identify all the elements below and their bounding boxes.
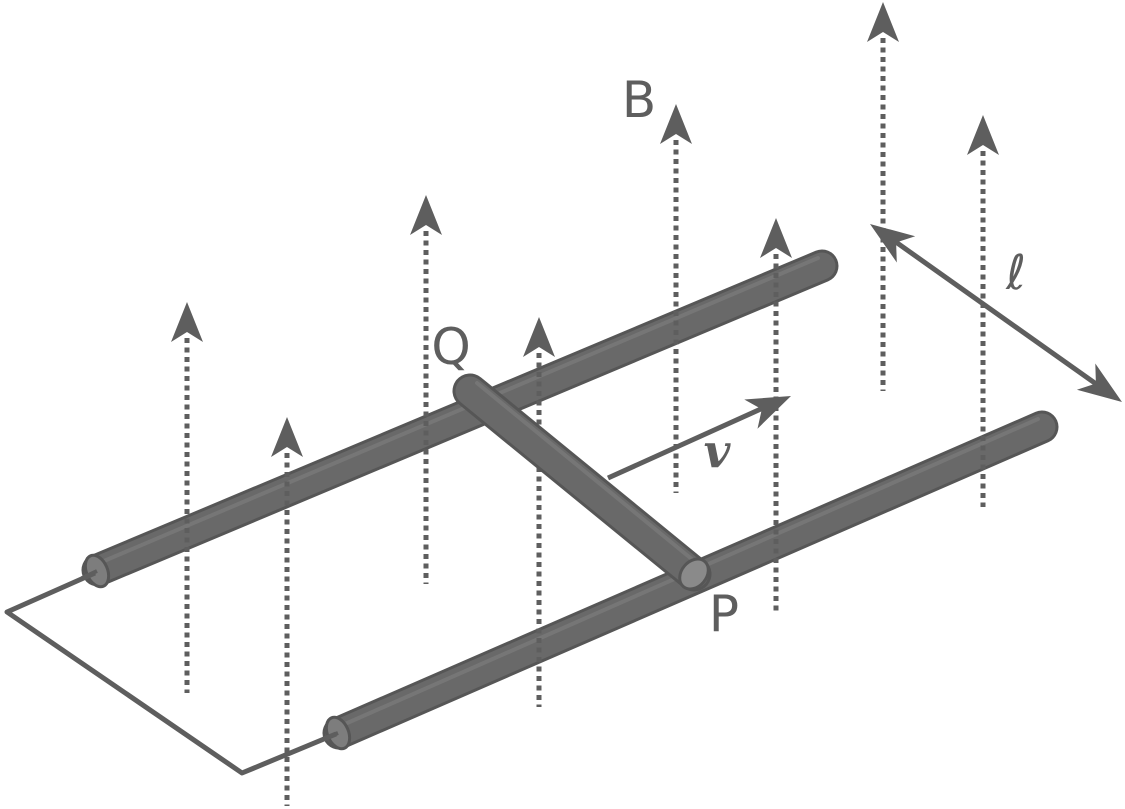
velocity-arrow-shaft: [606, 405, 765, 481]
field-line-arrowhead: [410, 195, 442, 235]
wire-stub-bottom: [322, 731, 339, 741]
rail-top-fill: [84, 252, 836, 584]
sliding-rod-PQ: [452, 373, 712, 592]
rail-top: [81, 249, 839, 587]
length-arrowhead-lower: [1076, 363, 1122, 402]
field-line-arrowhead: [660, 104, 692, 144]
length-label: ℓ: [1005, 245, 1026, 301]
length-arrow-shaft: [891, 237, 1101, 389]
field-line-arrowhead: [523, 317, 555, 357]
field-line-arrowhead: [867, 2, 899, 42]
field-line-arrowhead: [760, 218, 792, 258]
circuit-wire: [4, 570, 337, 776]
length-arrowhead-upper: [870, 224, 916, 263]
magnetic-field-lines: [171, 2, 999, 806]
field-line-arrowhead: [171, 302, 203, 342]
wire-stub-top: [81, 569, 98, 580]
length-arrow: [870, 224, 1122, 402]
rod-fill: [455, 376, 709, 589]
rail-top-highlight: [102, 256, 820, 563]
rod-highlight: [475, 381, 701, 567]
rod-end-cap-P: [678, 557, 710, 591]
rod-end-Q-label: Q: [431, 318, 470, 376]
field-line-arrowhead: [271, 417, 303, 457]
field-line-arrowhead: [967, 115, 999, 155]
velocity-arrow: [606, 396, 791, 481]
magnetic-field-label: B: [622, 71, 656, 129]
velocity-arrowhead: [744, 396, 791, 429]
velocity-label: v: [704, 424, 732, 478]
rod-end-P-label: P: [709, 585, 739, 643]
